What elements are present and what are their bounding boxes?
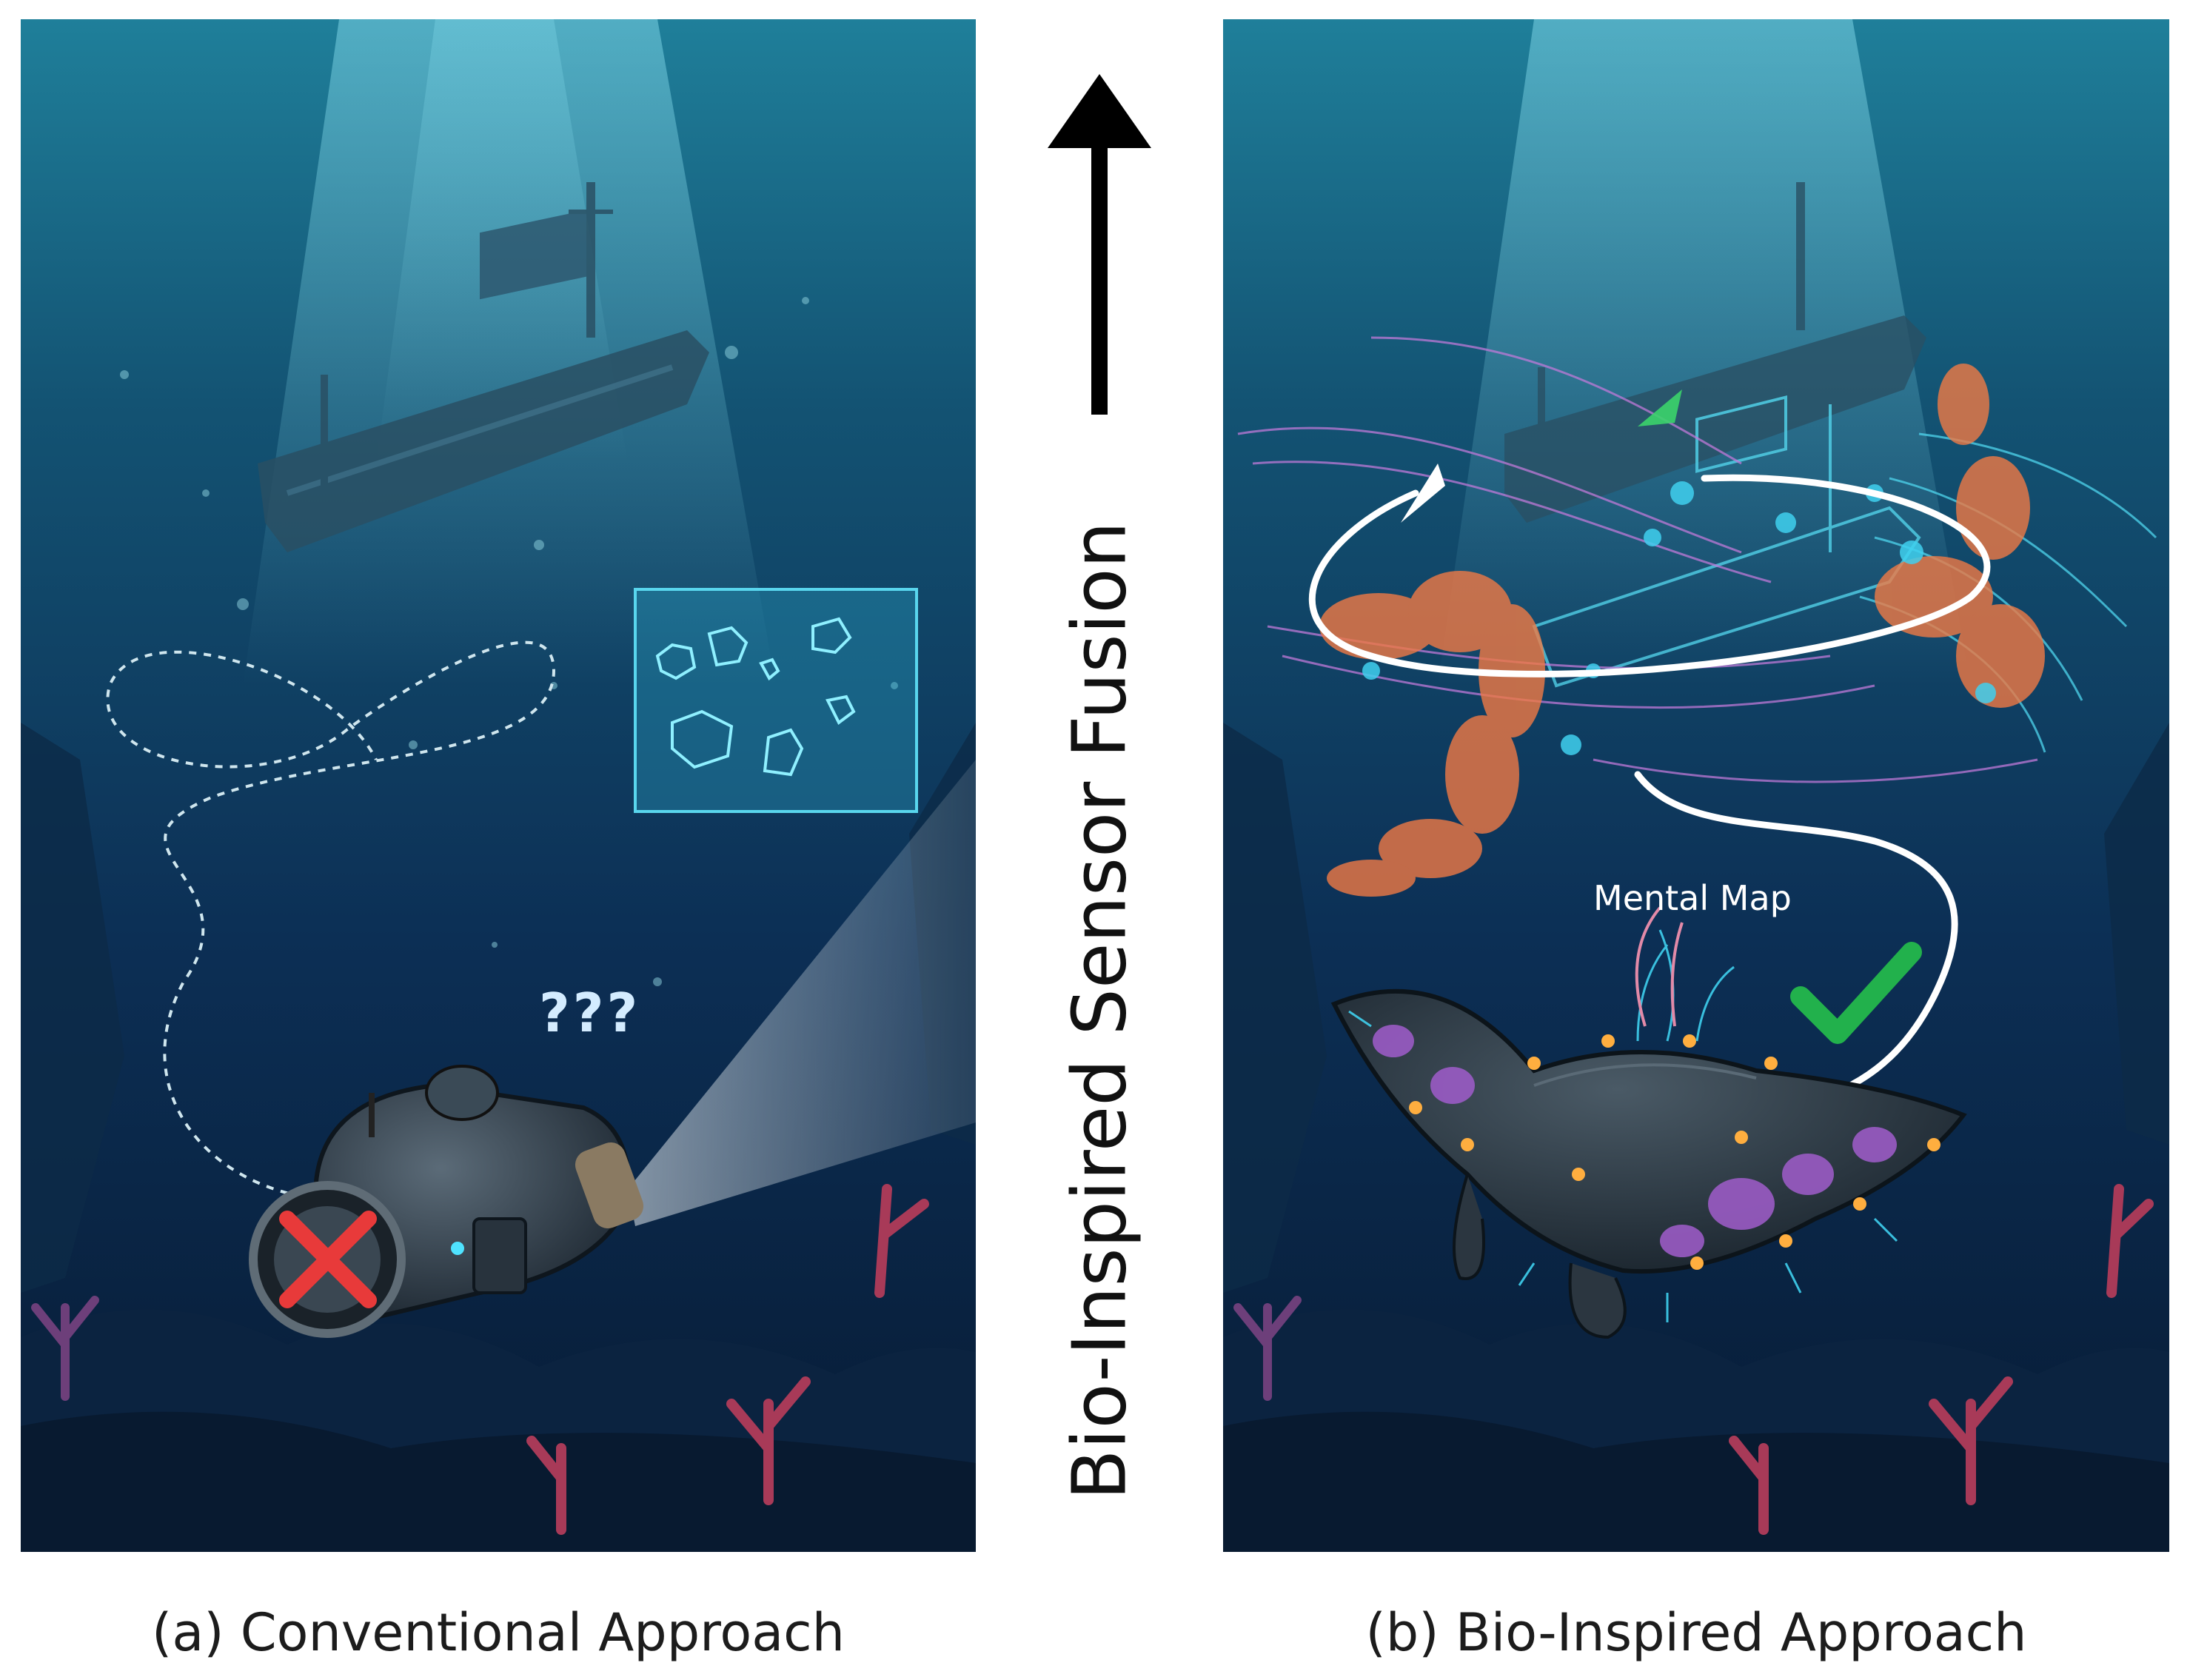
manta-robot-icon [1330, 906, 1967, 1339]
camera-view-icon [634, 588, 918, 813]
panel-bio-inspired: Mental Map [1223, 19, 2169, 1552]
orbit-arrow-icon [1308, 474, 1991, 1111]
conventional-scene [21, 19, 976, 1552]
panel-conventional: ??? [21, 19, 976, 1552]
green-check-icon [1790, 942, 1922, 1044]
caption-bio-inspired: (b) Bio-Inspired Approach [1365, 1602, 2027, 1663]
mental-map-label: Mental Map [1593, 878, 1792, 918]
red-x-icon [279, 1211, 377, 1308]
shipwreck-icon [258, 182, 709, 552]
spotlight-icon [628, 760, 976, 1226]
dashed-path-icon [106, 640, 556, 1198]
confusion-label: ??? [539, 982, 641, 1044]
arrow-up-icon [1048, 74, 1151, 148]
shipwreck-icon [1504, 182, 1926, 688]
caption-conventional: (a) Conventional Approach [152, 1602, 845, 1663]
bio-inspired-scene [1223, 19, 2169, 1552]
arrow-shaft [1091, 141, 1108, 415]
sensor-fusion-axis [1048, 74, 1151, 415]
axis-label: Bio-Inspired Sensor Fusion [1056, 521, 1143, 1500]
